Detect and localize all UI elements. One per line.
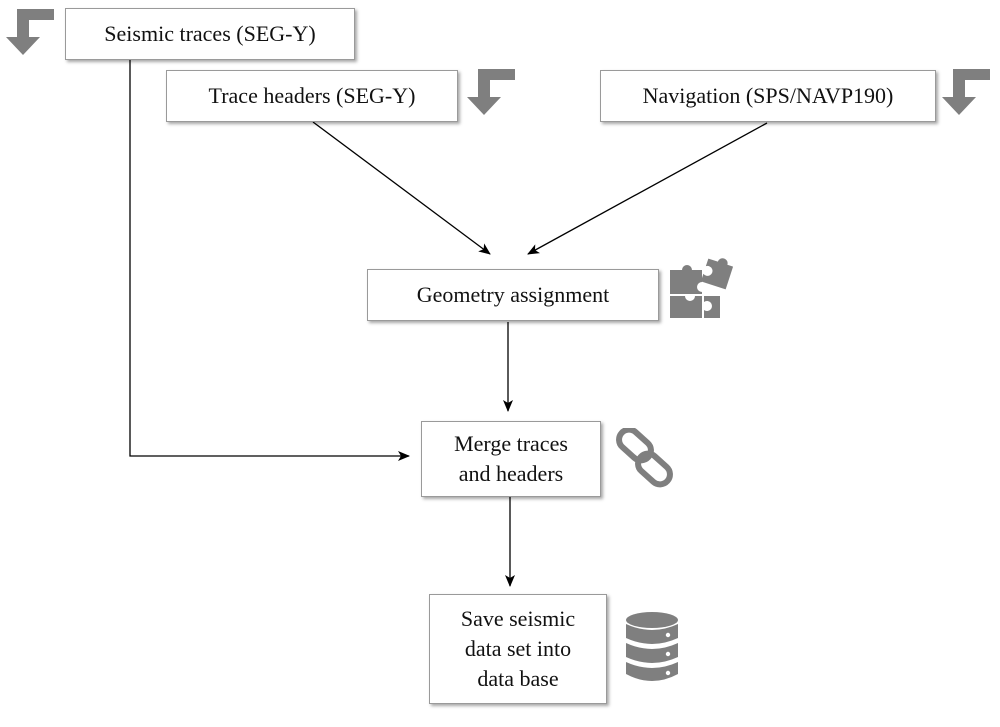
import-arrow-icon [942, 69, 992, 115]
node-merge-line-2: and headers [458, 461, 564, 486]
node-save-line-2: data set into [464, 636, 572, 661]
puzzle-icon [668, 258, 734, 320]
node-seismic-traces: Seismic traces (SEG-Y) [65, 8, 355, 60]
import-arrow-icon [467, 69, 517, 115]
node-navigation: Navigation (SPS/NAVP190) [600, 70, 936, 122]
edge-navigation-to-geometry [527, 122, 768, 255]
node-merge: Merge traces and headers [421, 421, 601, 497]
edge-seismic-traces-to-merge [129, 60, 410, 461]
node-geometry-assignment-label: Geometry assignment [416, 282, 610, 307]
node-merge-line-1: Merge traces [454, 431, 568, 456]
node-save: Save seismic data set into data base [429, 594, 607, 704]
node-save-line-3: data base [477, 666, 559, 691]
node-navigation-label: Navigation (SPS/NAVP190) [642, 83, 894, 108]
database-icon [624, 610, 680, 684]
node-seismic-traces-label: Seismic traces (SEG-Y) [104, 21, 316, 46]
node-trace-headers: Trace headers (SEG-Y) [166, 70, 458, 122]
node-trace-headers-label: Trace headers (SEG-Y) [208, 83, 416, 108]
import-arrow-icon [6, 9, 56, 55]
node-save-line-1: Save seismic [460, 606, 576, 631]
chain-link-icon [614, 428, 676, 488]
edge-trace-headers-to-geometry [312, 121, 491, 255]
node-geometry-assignment: Geometry assignment [367, 269, 659, 321]
